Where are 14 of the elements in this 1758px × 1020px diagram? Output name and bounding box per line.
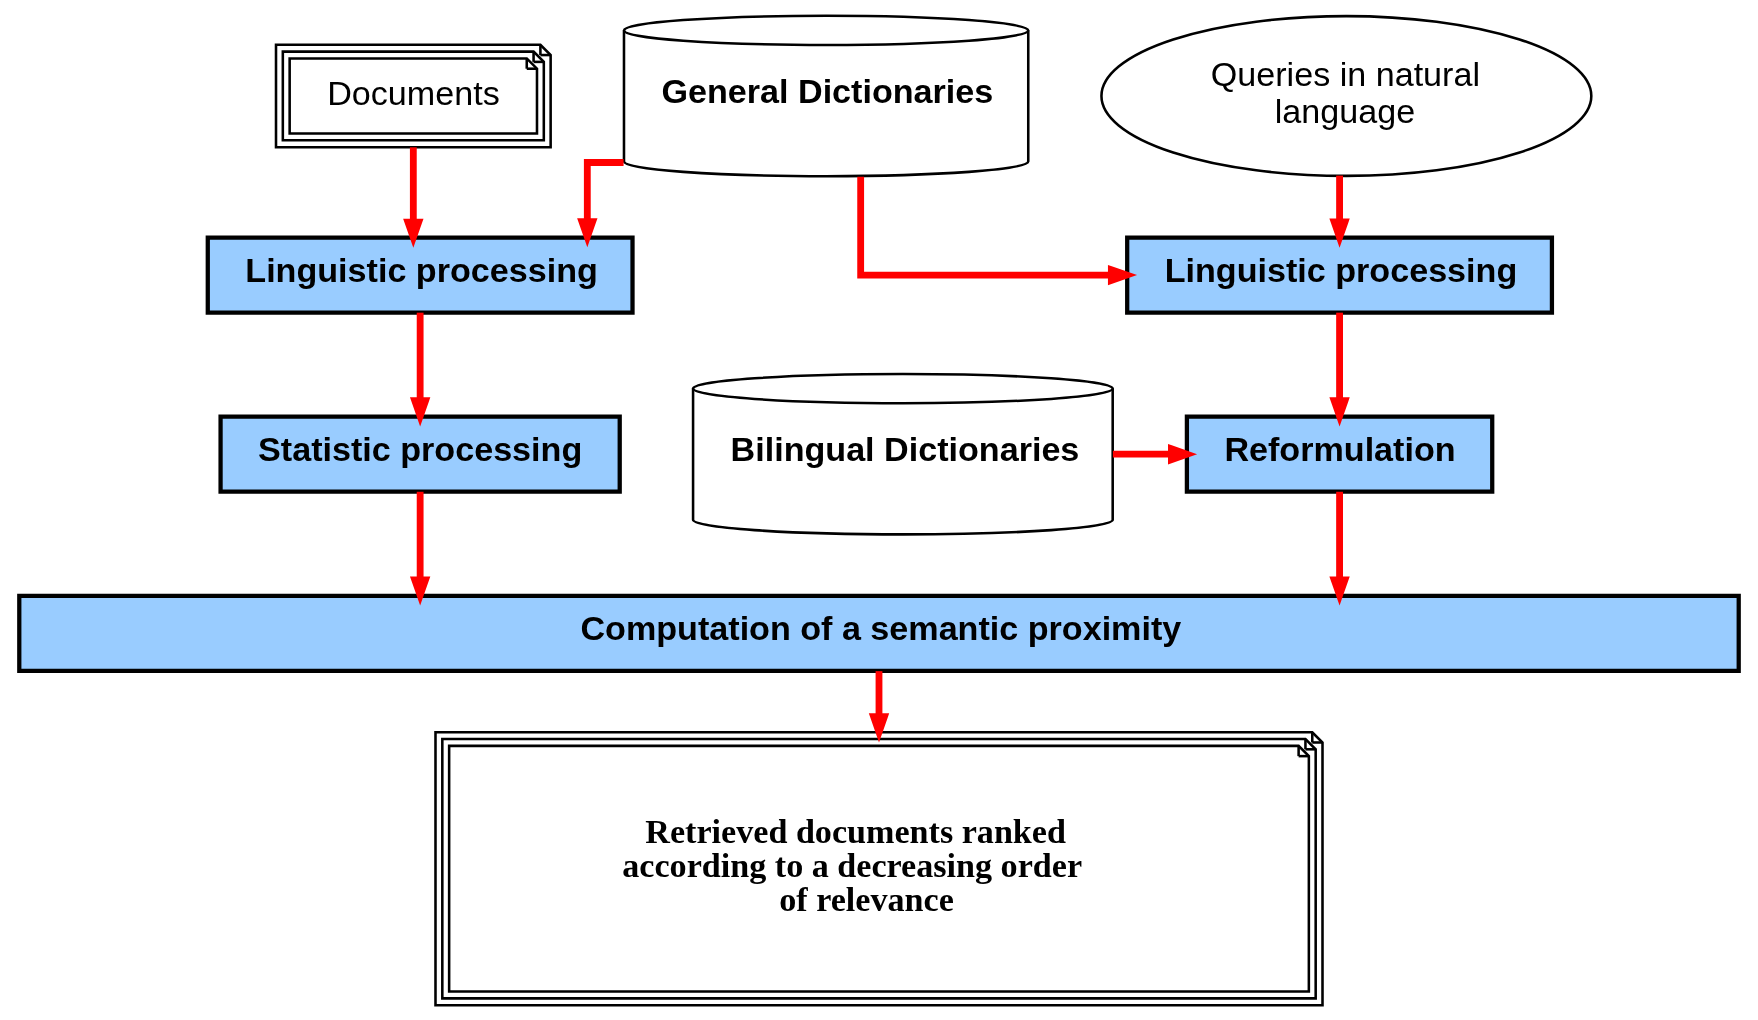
node-box: Statistic processing xyxy=(218,414,622,494)
arrow xyxy=(403,146,424,248)
node-box: Computation of a semantic proximity xyxy=(17,593,1741,673)
arrow xyxy=(1329,491,1350,606)
node-box: Reformulation xyxy=(1184,414,1495,494)
arrow xyxy=(868,670,890,742)
arrow xyxy=(409,312,431,426)
arrow xyxy=(1112,443,1198,464)
node-box: Linguistic processing xyxy=(205,234,635,315)
arrow xyxy=(1329,312,1350,426)
arrow xyxy=(857,176,1138,285)
node-ellipse: Queries in natural language xyxy=(1100,14,1593,177)
arrow xyxy=(409,491,431,606)
node-box: Linguistic processing xyxy=(1125,234,1555,315)
